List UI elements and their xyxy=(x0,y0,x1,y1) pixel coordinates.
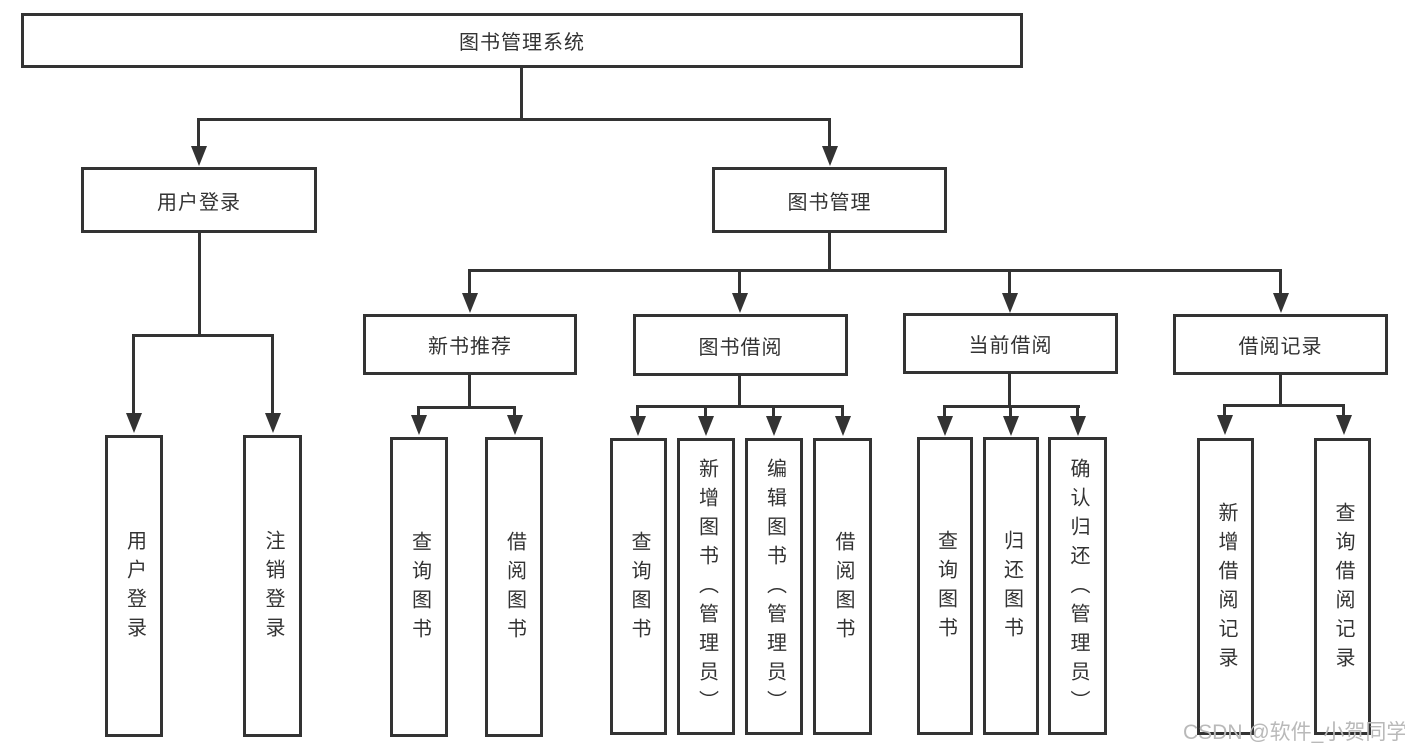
leaf-query-books-recommend: 查询图书 xyxy=(390,437,448,737)
node-root-library-management-system: 图书管理系统 xyxy=(21,13,1023,68)
connector-drop-user-login xyxy=(197,118,200,150)
connector-drop-bb-leaf-1 xyxy=(704,405,707,418)
arrowhead-new-book-recommend xyxy=(462,293,478,313)
node-book-borrowing: 图书借阅 xyxy=(633,314,848,376)
connector-drop-login-leaf xyxy=(132,334,135,415)
connector-drop-book-management xyxy=(828,118,831,150)
connector-book-borrowing-stem xyxy=(738,376,741,407)
arrowhead-cb-leaf-1 xyxy=(1003,416,1019,436)
connector-drop-bb-leaf-2 xyxy=(772,405,775,418)
arrowhead-nbr-leaf-0 xyxy=(411,415,427,435)
leaf-return-books: 归还图书 xyxy=(983,437,1039,735)
connector-user-login-rail xyxy=(132,334,274,337)
connector-drop-cb-leaf-1 xyxy=(1009,405,1012,418)
leaf-query-books-current: 查询图书 xyxy=(917,437,973,735)
connector-drop-br-leaf-1 xyxy=(1342,404,1345,417)
arrowhead-br-leaf-1 xyxy=(1336,415,1352,435)
connector-drop-bb-leaf-3 xyxy=(841,405,844,418)
leaf-query-books-borrowing: 查询图书 xyxy=(610,438,667,735)
arrowhead-logout-leaf xyxy=(265,413,281,433)
connector-drop-book-borrowing xyxy=(738,269,741,295)
arrowhead-user-login xyxy=(191,146,207,166)
connector-new-book-recommend-rail xyxy=(417,406,516,409)
connector-borrowing-records-stem xyxy=(1279,375,1282,406)
arrowhead-book-borrowing xyxy=(732,293,748,313)
node-new-book-recommend: 新书推荐 xyxy=(363,314,577,375)
connector-drop-nbr-leaf-0 xyxy=(417,406,420,417)
connector-drop-bb-leaf-0 xyxy=(636,405,639,418)
arrowhead-nbr-leaf-1 xyxy=(507,415,523,435)
node-borrowing-records: 借阅记录 xyxy=(1173,314,1388,375)
leaf-query-borrow-record: 查询借阅记录 xyxy=(1314,438,1371,735)
leaf-edit-books-admin: 编辑图书（管理员） xyxy=(745,438,803,735)
connector-drop-cb-leaf-2 xyxy=(1076,405,1079,418)
connector-drop-logout-leaf xyxy=(271,334,274,415)
connector-root-rail xyxy=(197,118,831,121)
leaf-borrow-books-recommend: 借阅图书 xyxy=(485,437,543,737)
leaf-add-books-admin: 新增图书（管理员） xyxy=(677,438,735,735)
arrowhead-login-leaf xyxy=(126,413,142,433)
arrowhead-bb-leaf-2 xyxy=(766,416,782,436)
arrowhead-br-leaf-0 xyxy=(1217,415,1233,435)
connector-current-borrowing-stem xyxy=(1008,374,1011,407)
node-book-management: 图书管理 xyxy=(712,167,947,233)
node-current-borrowing: 当前借阅 xyxy=(903,313,1118,374)
arrowhead-cb-leaf-0 xyxy=(937,416,953,436)
connector-drop-br-leaf-0 xyxy=(1223,404,1226,417)
connector-drop-current-borrowing xyxy=(1008,269,1011,295)
arrowhead-bb-leaf-3 xyxy=(835,416,851,436)
leaf-confirm-return-admin: 确认归还（管理员） xyxy=(1048,437,1107,735)
connector-book-borrowing-rail xyxy=(636,405,844,408)
arrowhead-bb-leaf-1 xyxy=(698,416,714,436)
connector-drop-nbr-leaf-1 xyxy=(513,406,516,417)
connector-user-login-stem xyxy=(198,233,201,336)
connector-root-stem xyxy=(520,68,523,120)
connector-book-management-rail xyxy=(468,269,1282,272)
leaf-user-login: 用户登录 xyxy=(105,435,163,737)
arrowhead-book-management xyxy=(822,146,838,166)
connector-borrowing-records-rail xyxy=(1223,404,1345,407)
connector-drop-cb-leaf-0 xyxy=(943,405,946,418)
arrowhead-bb-leaf-0 xyxy=(630,416,646,436)
leaf-logout: 注销登录 xyxy=(243,435,302,737)
leaf-borrow-books: 借阅图书 xyxy=(813,438,872,735)
arrowhead-current-borrowing xyxy=(1002,293,1018,313)
leaf-add-borrow-record: 新增借阅记录 xyxy=(1197,438,1254,735)
connector-book-management-stem xyxy=(828,233,831,271)
csdn-watermark: CSDN @软件_小贺同学 xyxy=(1183,721,1405,744)
arrowhead-cb-leaf-2 xyxy=(1070,416,1086,436)
arrowhead-borrowing-records xyxy=(1273,293,1289,313)
connector-drop-new-book-recommend xyxy=(468,269,471,295)
node-user-login: 用户登录 xyxy=(81,167,317,233)
connector-new-book-recommend-stem xyxy=(468,375,471,408)
connector-drop-borrowing-records xyxy=(1279,269,1282,295)
